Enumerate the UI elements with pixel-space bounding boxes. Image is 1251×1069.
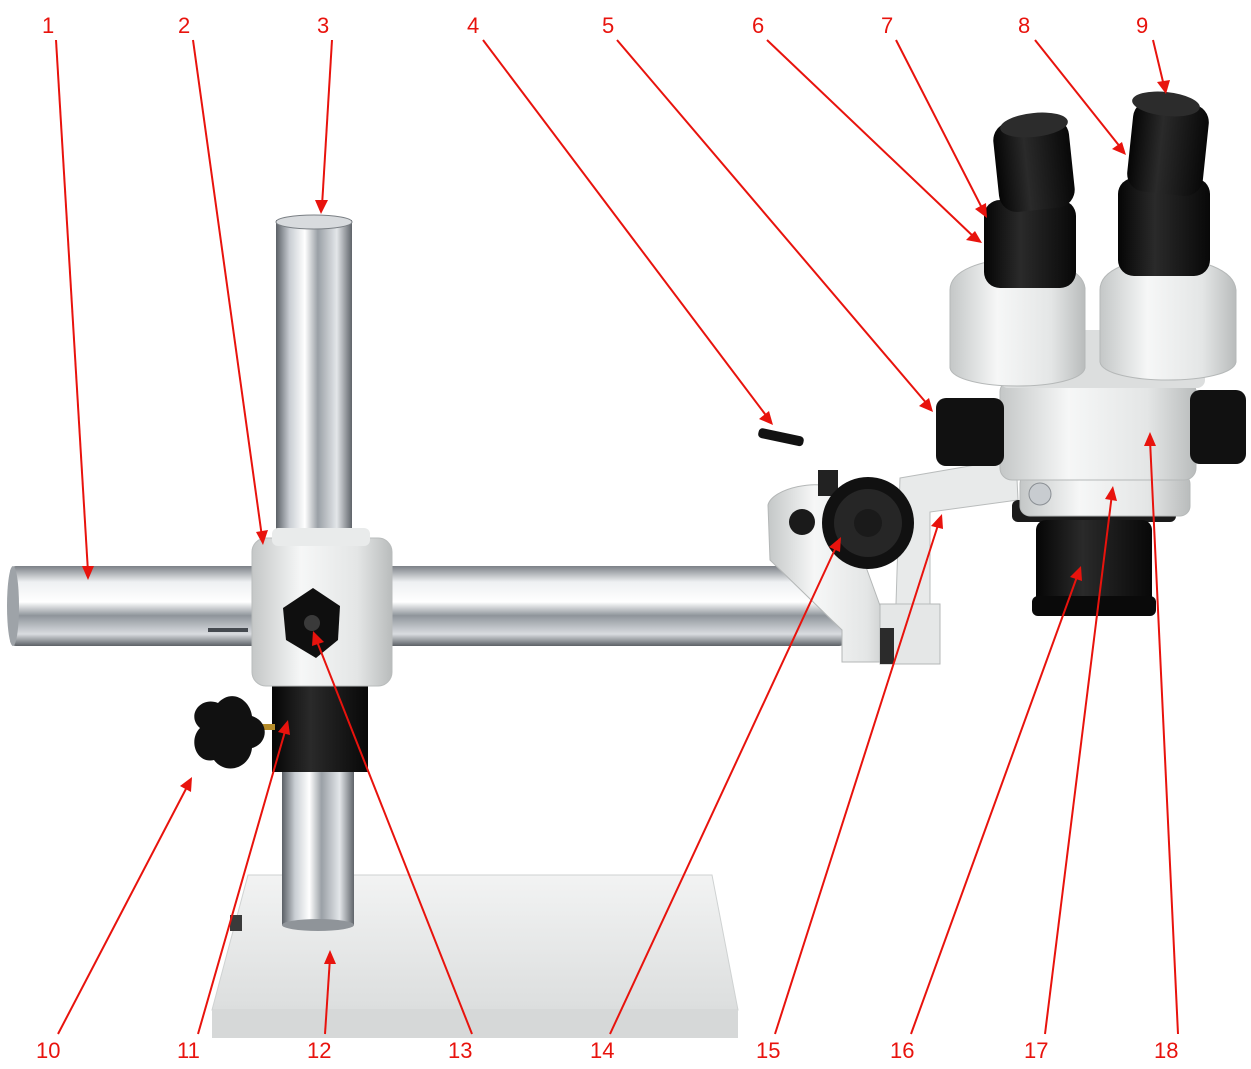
leader-8 (1034, 39, 1126, 155)
leader-5 (616, 39, 933, 412)
leader-11 (197, 720, 290, 1035)
leader-6 (766, 39, 982, 243)
label-3: 3 (317, 13, 329, 38)
eyepiece-left (984, 112, 1076, 288)
leader-2 (192, 39, 268, 545)
lock-collar (194, 682, 368, 772)
label-10: 10 (36, 1038, 60, 1063)
leader-18 (1144, 432, 1179, 1035)
leader-12 (324, 950, 336, 1035)
leader-15 (774, 514, 943, 1035)
leader-7 (895, 39, 987, 218)
label-2: 2 (178, 13, 190, 38)
callout-labels: 1 2 3 4 5 6 7 8 9 10 11 12 13 14 15 16 1… (36, 13, 1178, 1063)
label-14: 14 (590, 1038, 614, 1063)
label-8: 8 (1018, 13, 1030, 38)
leader-1 (55, 39, 94, 580)
focus-arm (758, 428, 1019, 665)
leader-4 (482, 39, 773, 425)
clamp-block (251, 528, 393, 687)
eyepiece-right (1118, 91, 1210, 276)
leader-3 (315, 39, 333, 214)
leader-13 (312, 631, 473, 1035)
pillar-post (275, 214, 354, 931)
tension-knob-icon (194, 696, 265, 769)
leader-14 (609, 537, 841, 1035)
label-13: 13 (448, 1038, 472, 1063)
label-18: 18 (1154, 1038, 1178, 1063)
leader-9 (1152, 39, 1170, 94)
microscope-head (936, 258, 1246, 616)
leader-10 (57, 777, 192, 1035)
label-12: 12 (307, 1038, 331, 1063)
label-11: 11 (177, 1038, 200, 1063)
label-17: 17 (1024, 1038, 1048, 1063)
boom-arm (7, 566, 845, 646)
label-6: 6 (752, 13, 764, 38)
leader-16 (910, 566, 1082, 1035)
label-4: 4 (467, 13, 479, 38)
label-15: 15 (756, 1038, 780, 1063)
zoom-knob-right-icon (1190, 390, 1246, 464)
label-1: 1 (42, 13, 54, 38)
leader-17 (1044, 486, 1117, 1035)
label-7: 7 (881, 13, 893, 38)
leader-lines (55, 39, 1179, 1035)
zoom-knob-left-icon (936, 398, 1004, 466)
label-5: 5 (602, 13, 614, 38)
label-9: 9 (1136, 13, 1148, 38)
label-16: 16 (890, 1038, 914, 1063)
